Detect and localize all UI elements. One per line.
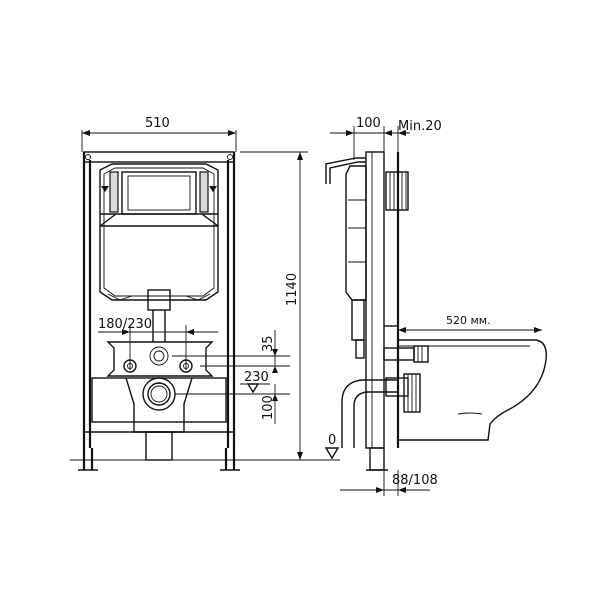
inlet-pipe: [383, 345, 429, 363]
depth-dimension: 100 Min.20: [330, 116, 442, 160]
side-frame: [365, 151, 400, 449]
min-gap-label: Min.20: [398, 119, 442, 134]
drain-offset-label: 100: [261, 395, 276, 420]
cistern: [99, 163, 219, 311]
bowl-projection-label: 520 мм.: [446, 314, 491, 327]
width-label: 510: [145, 116, 170, 131]
toilet-bowl: [398, 339, 547, 441]
side-view: 100 Min.20: [324, 116, 547, 496]
drain-offset-dimension: 100: [261, 384, 278, 424]
flush-plate: [385, 171, 409, 211]
bowl-projection-dimension: 520 мм.: [398, 314, 542, 333]
offset-35-label: 35: [261, 335, 276, 352]
front-view: 510: [70, 116, 340, 471]
floor-level-label: 0: [328, 433, 336, 448]
adjust-label: 88/108: [392, 473, 438, 488]
drain-bracket: [91, 377, 227, 461]
height-dimension: 1140: [240, 151, 308, 460]
pipe-spacing-label: 180/230: [98, 317, 152, 332]
width-dimension: 510: [81, 116, 237, 152]
frame-feet: [78, 448, 240, 471]
frame-depth-label: 100: [356, 116, 381, 131]
height-label: 1140: [285, 273, 300, 306]
flush-pipe: [152, 310, 166, 342]
adjust-dimension: 88/108: [340, 470, 438, 496]
offset-35-dimension: 35: [172, 330, 290, 373]
drain-height-marker: 230: [175, 370, 290, 395]
pipe-spacing-dimension: 180/230: [98, 317, 218, 370]
floor-level-marker: 0: [324, 433, 340, 460]
frame-outline: [82, 151, 236, 448]
cistern-side: [345, 165, 367, 359]
side-feet: [366, 447, 388, 471]
drain-height-label: 230: [244, 370, 269, 385]
top-bracket: [325, 157, 366, 184]
mounting-plate: [106, 341, 214, 377]
drain-elbow: [341, 373, 421, 448]
